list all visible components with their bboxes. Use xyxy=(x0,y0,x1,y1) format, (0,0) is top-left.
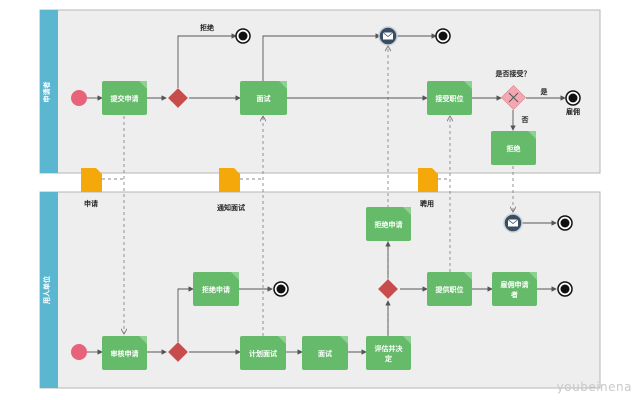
task-reject-application-2[interactable]: 拒绝申请 xyxy=(366,207,411,241)
end-event[interactable] xyxy=(557,281,573,297)
task-label: 计划面试 xyxy=(249,349,277,358)
label-doc-interview: 通知面试 xyxy=(217,203,245,212)
document-icon xyxy=(81,168,102,192)
task-label: 拒绝 xyxy=(507,144,521,153)
task-interview-applicant[interactable]: 面试 xyxy=(240,81,287,115)
message-event[interactable] xyxy=(503,213,523,233)
task-accept-offer[interactable]: 接受职位 xyxy=(427,81,472,115)
task-label: 提交申请 xyxy=(110,94,139,103)
document-icon xyxy=(418,168,438,192)
pool-band xyxy=(40,10,58,173)
end-event[interactable] xyxy=(565,90,581,106)
task-label: 评估并决 xyxy=(375,344,404,353)
task-label: 面试 xyxy=(257,94,271,103)
task-give-offer[interactable]: 提供职位 xyxy=(427,272,472,306)
end-event[interactable] xyxy=(557,215,573,231)
task-label: 者 xyxy=(510,290,518,299)
task-plan-interview[interactable]: 计划面试 xyxy=(240,336,286,370)
task-label: 拒绝申请 xyxy=(202,285,230,294)
message-event[interactable] xyxy=(378,26,398,46)
pool-applicant-label: 申请者 xyxy=(42,82,51,103)
gateway[interactable] xyxy=(168,88,188,108)
task-review-application[interactable]: 审核申请 xyxy=(102,336,147,370)
envelope-icon xyxy=(507,219,519,227)
watermark: youbeinena xyxy=(556,380,632,394)
task-label: 接受职位 xyxy=(436,94,464,103)
start-event-applicant[interactable] xyxy=(71,90,87,106)
task-label: 定 xyxy=(385,354,392,363)
envelope-icon xyxy=(382,32,394,40)
task-submit-application[interactable]: 提交申请 xyxy=(102,81,147,115)
gateway[interactable] xyxy=(378,279,398,299)
label-hired: 雇佣 xyxy=(566,107,580,116)
task-label: 面试 xyxy=(318,349,332,358)
task-label: 雇佣申请 xyxy=(501,280,529,289)
task-interview-employer[interactable]: 面试 xyxy=(302,336,348,370)
pool-band xyxy=(40,192,58,388)
label-yes: 是 xyxy=(540,87,549,96)
end-event[interactable] xyxy=(273,281,289,297)
gateway[interactable] xyxy=(168,342,188,362)
label-no: 否 xyxy=(521,116,529,124)
end-event[interactable] xyxy=(435,28,451,44)
start-event-employer[interactable] xyxy=(71,344,87,360)
task-reject-application[interactable]: 拒绝申请 xyxy=(193,272,239,306)
label-reject: 拒绝 xyxy=(200,23,214,32)
document-icon xyxy=(219,168,240,192)
label-accept-question: 是否接受？ xyxy=(495,69,531,78)
task-reject-offer[interactable]: 拒绝 xyxy=(491,131,536,165)
exclusive-gateway[interactable] xyxy=(501,85,526,110)
task-label: 审核申请 xyxy=(111,349,139,358)
label-doc-offer: 聘用 xyxy=(420,199,434,208)
label-doc-apply: 申请 xyxy=(84,199,98,208)
task-hire-applicant[interactable]: 雇佣申请 者 xyxy=(492,272,537,306)
task-evaluate-decide[interactable]: 评估并决 定 xyxy=(366,336,411,370)
pool-employer-label: 用人单位 xyxy=(42,276,51,304)
task-label: 提供职位 xyxy=(435,285,464,294)
x-icon xyxy=(508,92,519,103)
end-event[interactable] xyxy=(235,28,251,44)
task-label: 拒绝申请 xyxy=(375,220,403,229)
